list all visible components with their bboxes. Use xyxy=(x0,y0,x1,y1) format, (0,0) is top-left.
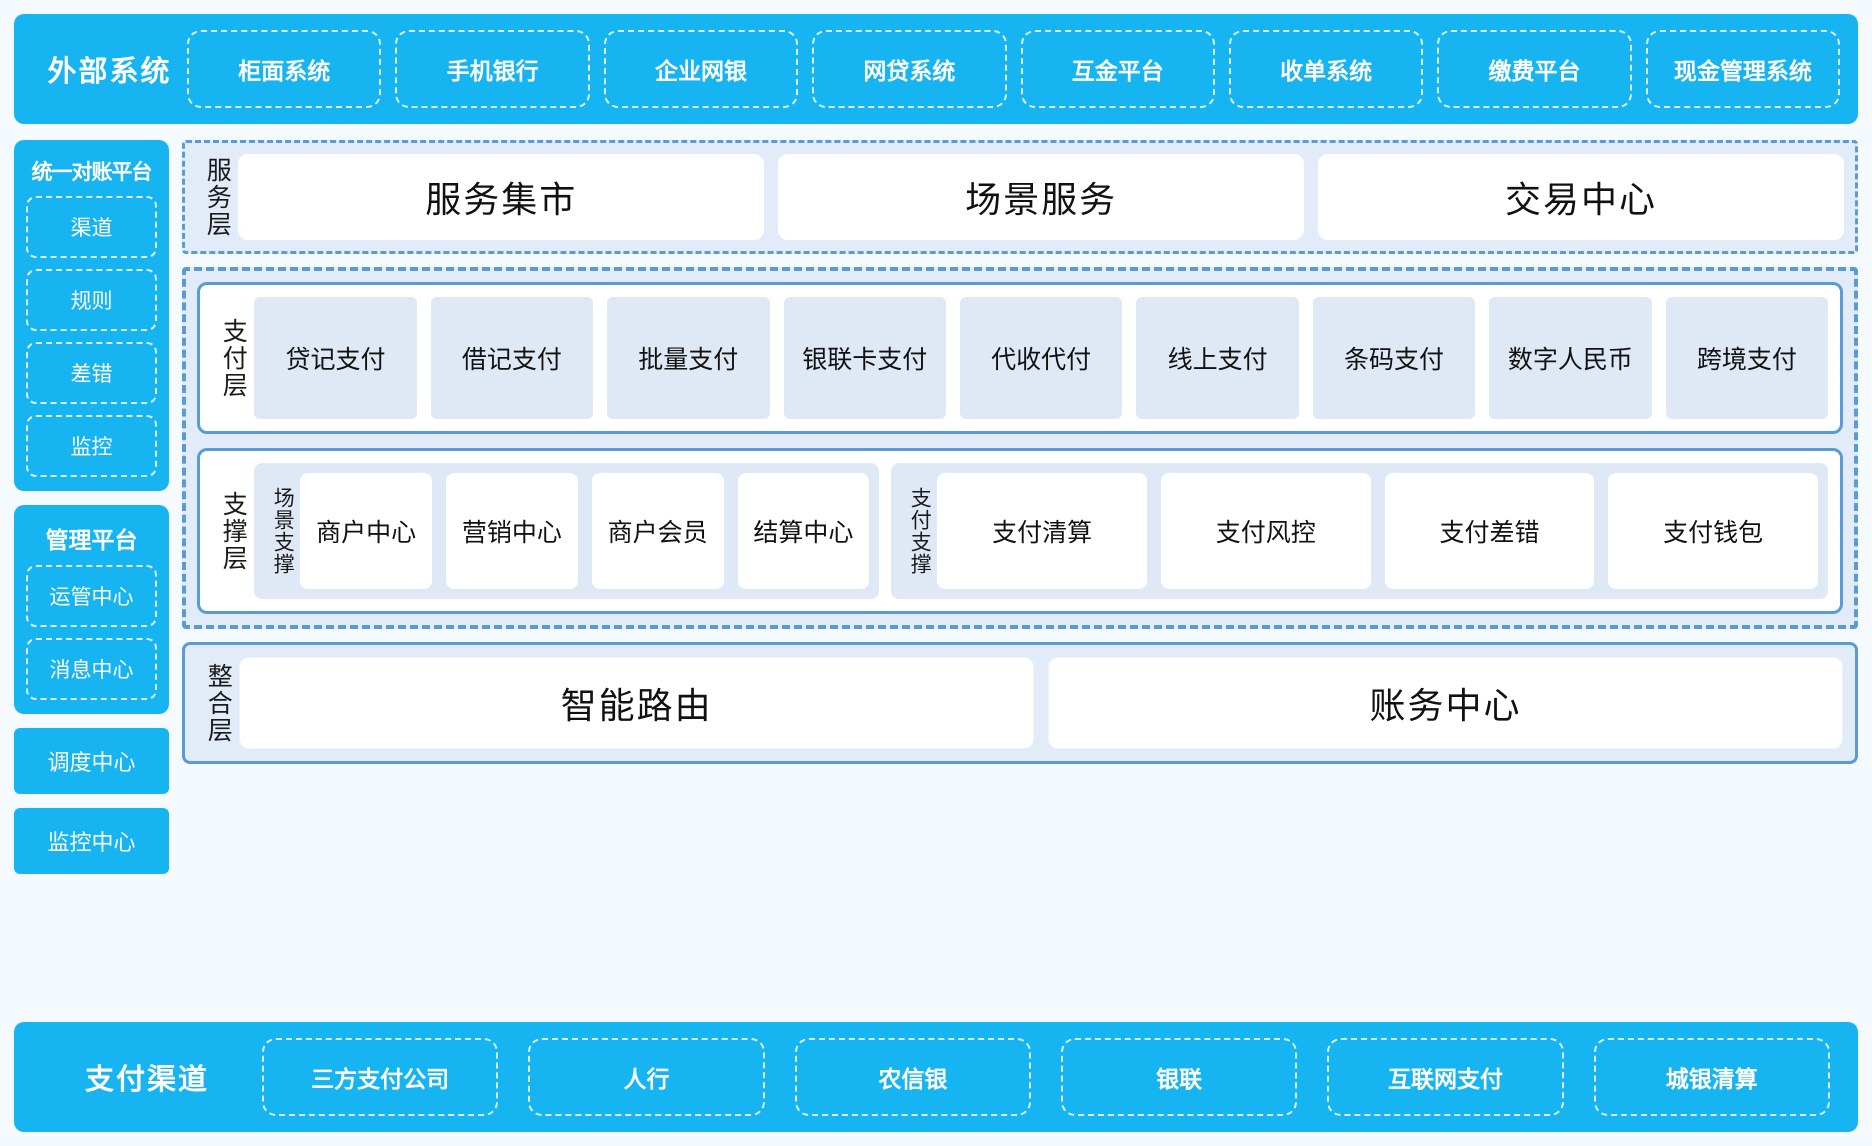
integration-card-smart-routing[interactable]: 智能路由 xyxy=(239,657,1035,749)
external-systems-items: 柜面系统 手机银行 企业网银 网贷系统 互金平台 收单系统 缴费平台 现金管理系… xyxy=(187,30,1840,108)
payment-tile-credit-payment[interactable]: 贷记支付 xyxy=(254,297,417,419)
external-system-acquiring[interactable]: 收单系统 xyxy=(1228,30,1424,108)
external-system-corporate-ebank[interactable]: 企业网银 xyxy=(603,30,799,108)
payment-tile-debit-payment[interactable]: 借记支付 xyxy=(430,297,594,419)
integration-layer: 整合层 智能路由 账务中心 xyxy=(182,642,1858,764)
sidebar-item-channel[interactable]: 渠道 xyxy=(26,196,157,258)
payment-tile-unionpay-card[interactable]: 银联卡支付 xyxy=(783,297,946,419)
payment-channel-pboc[interactable]: 人行 xyxy=(528,1038,765,1116)
external-system-counter[interactable]: 柜面系统 xyxy=(187,30,382,108)
support-tile-payment-error[interactable]: 支付差错 xyxy=(1384,473,1595,589)
external-systems-bar: 外部系统 柜面系统 手机银行 企业网银 网贷系统 互金平台 收单系统 缴费平台 … xyxy=(14,14,1858,124)
service-layer: 服务层 服务集市 场景服务 交易中心 xyxy=(182,140,1858,254)
support-group-scene: 场景支撑 商户中心 营销中心 商户会员 结算中心 xyxy=(254,463,880,599)
payment-channels-title: 支付渠道 xyxy=(84,1064,209,1096)
payment-layer: 支付层 贷记支付 借记支付 批量支付 银联卡支付 代收代付 线上支付 条码支付 … xyxy=(197,282,1843,434)
service-layer-cards: 服务集市 场景服务 交易中心 xyxy=(238,154,1845,240)
payment-tile-cross-border[interactable]: 跨境支付 xyxy=(1665,297,1829,419)
external-system-bill-payment[interactable]: 缴费平台 xyxy=(1437,30,1632,108)
support-layer-groups: 场景支撑 商户中心 营销中心 商户会员 结算中心 支付支撑 支付清算 支付风控 xyxy=(254,463,1828,599)
sidebar-item-monitoring-center[interactable]: 监控中心 xyxy=(14,808,169,874)
sidebar: 统一对账平台 渠道 规则 差错 监控 管理平台 运管中心 消息中心 调度中心 监… xyxy=(14,140,169,888)
support-layer: 支撑层 场景支撑 商户中心 营销中心 商户会员 结算中心 支付支撑 xyxy=(197,448,1843,614)
sidebar-panel-title-management-platform: 管理平台 xyxy=(45,527,138,553)
support-layer-label: 支撑层 xyxy=(219,490,248,572)
external-system-fintech-platform[interactable]: 互金平台 xyxy=(1020,30,1215,108)
payment-channel-city-bank-clearing[interactable]: 城银清算 xyxy=(1593,1038,1830,1116)
support-group-scene-label: 场景支撑 xyxy=(271,487,295,575)
service-card-transaction-center[interactable]: 交易中心 xyxy=(1318,154,1845,240)
sidebar-item-rule[interactable]: 规则 xyxy=(26,269,157,331)
sidebar-item-monitor[interactable]: 监控 xyxy=(26,415,157,477)
support-group-scene-tiles: 商户中心 营销中心 商户会员 结算中心 xyxy=(300,473,870,589)
payment-layer-label: 支付层 xyxy=(219,317,248,399)
support-tile-payment-clearing[interactable]: 支付清算 xyxy=(937,473,1147,589)
payment-tile-digital-rmb[interactable]: 数字人民币 xyxy=(1489,297,1652,419)
support-tile-marketing-center[interactable]: 营销中心 xyxy=(446,473,578,589)
service-card-service-market[interactable]: 服务集市 xyxy=(238,154,765,240)
support-group-payment: 支付支撑 支付清算 支付风控 支付差错 支付钱包 xyxy=(891,463,1828,599)
support-tile-merchant-membership[interactable]: 商户会员 xyxy=(591,473,724,589)
sidebar-item-operations-center[interactable]: 运管中心 xyxy=(26,565,157,627)
integration-layer-cards: 智能路由 账务中心 xyxy=(239,657,1843,749)
sidebar-panel-unified-reconciliation: 统一对账平台 渠道 规则 差错 监控 xyxy=(14,140,169,491)
support-group-payment-tiles: 支付清算 支付风控 支付差错 支付钱包 xyxy=(937,473,1818,589)
support-group-payment-label: 支付支撑 xyxy=(908,487,932,575)
payment-channel-third-party[interactable]: 三方支付公司 xyxy=(262,1038,499,1116)
sidebar-item-error[interactable]: 差错 xyxy=(26,342,157,404)
service-card-scenario-service[interactable]: 场景服务 xyxy=(778,154,1305,240)
payment-tile-barcode-payment[interactable]: 条码支付 xyxy=(1312,297,1476,419)
integration-layer-label: 整合层 xyxy=(204,662,233,744)
integration-card-accounting-center[interactable]: 账务中心 xyxy=(1048,657,1843,749)
payment-layer-tiles: 贷记支付 借记支付 批量支付 银联卡支付 代收代付 线上支付 条码支付 数字人民… xyxy=(254,297,1829,419)
payment-tile-collection-disbursement[interactable]: 代收代付 xyxy=(959,297,1123,419)
main-layers: 服务层 服务集市 场景服务 交易中心 支付层 贷记支付 借记支付 批量支付 银联… xyxy=(182,140,1858,764)
payment-tile-online-payment[interactable]: 线上支付 xyxy=(1136,297,1299,419)
payment-channel-internet-payment[interactable]: 互联网支付 xyxy=(1327,1038,1564,1116)
support-tile-merchant-center[interactable]: 商户中心 xyxy=(300,473,433,589)
sidebar-panel-management-platform: 管理平台 运管中心 消息中心 xyxy=(14,505,169,714)
support-tile-payment-wallet[interactable]: 支付钱包 xyxy=(1608,473,1818,589)
support-tile-settlement-center[interactable]: 结算中心 xyxy=(737,473,870,589)
payment-channel-unionpay[interactable]: 银联 xyxy=(1060,1038,1298,1116)
external-system-online-loan[interactable]: 网贷系统 xyxy=(812,30,1007,108)
sidebar-panel-title-unified-reconciliation: 统一对账平台 xyxy=(31,161,153,184)
payment-channel-rural-credit[interactable]: 农信银 xyxy=(794,1038,1031,1116)
external-systems-title: 外部系统 xyxy=(47,56,172,88)
payment-channels-bar: 支付渠道 三方支付公司 人行 农信银 银联 互联网支付 城银清算 xyxy=(14,1022,1858,1132)
payment-support-group: 支付层 贷记支付 借记支付 批量支付 银联卡支付 代收代付 线上支付 条码支付 … xyxy=(182,267,1858,629)
payment-channels-items: 三方支付公司 人行 农信银 银联 互联网支付 城银清算 xyxy=(262,1038,1840,1116)
sidebar-item-scheduling-center[interactable]: 调度中心 xyxy=(14,728,169,794)
service-layer-label: 服务层 xyxy=(203,156,232,238)
sidebar-item-message-center[interactable]: 消息中心 xyxy=(26,638,157,700)
payment-tile-batch-payment[interactable]: 批量支付 xyxy=(607,297,770,419)
external-system-cash-management[interactable]: 现金管理系统 xyxy=(1645,30,1840,108)
external-system-mobile-bank[interactable]: 手机银行 xyxy=(395,30,590,108)
support-tile-payment-risk-control[interactable]: 支付风控 xyxy=(1160,473,1371,589)
